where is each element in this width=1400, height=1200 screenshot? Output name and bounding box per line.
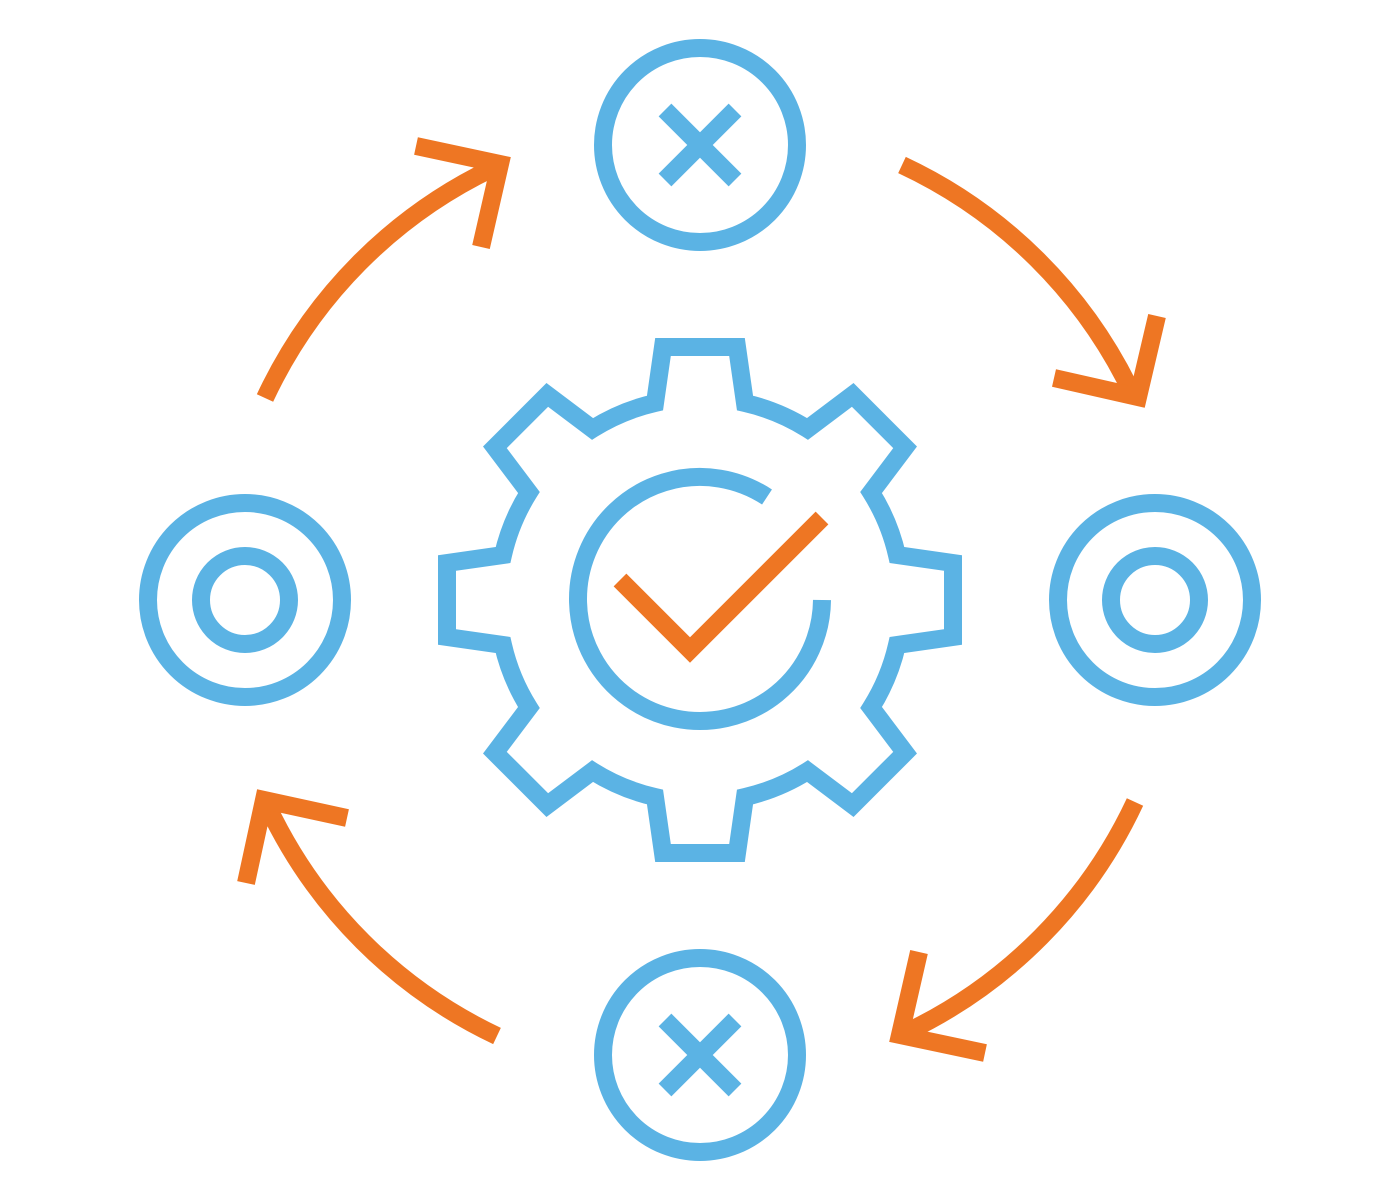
arrow-icon-bottom-left — [237, 789, 501, 1045]
target-circle-icon-right — [1049, 494, 1261, 706]
arrow-icon-top-right — [898, 156, 1166, 408]
x-circle-icon-bottom — [594, 949, 806, 1161]
gear-icon — [438, 338, 962, 862]
x-circle-icon-top — [594, 39, 806, 251]
arrow-icon-top-left — [256, 137, 511, 402]
target-circle-icon-left — [139, 494, 351, 706]
gear-inner-ring — [569, 467, 831, 730]
checkmark-icon — [613, 511, 829, 663]
arrow-icon-bottom-right — [889, 798, 1144, 1062]
